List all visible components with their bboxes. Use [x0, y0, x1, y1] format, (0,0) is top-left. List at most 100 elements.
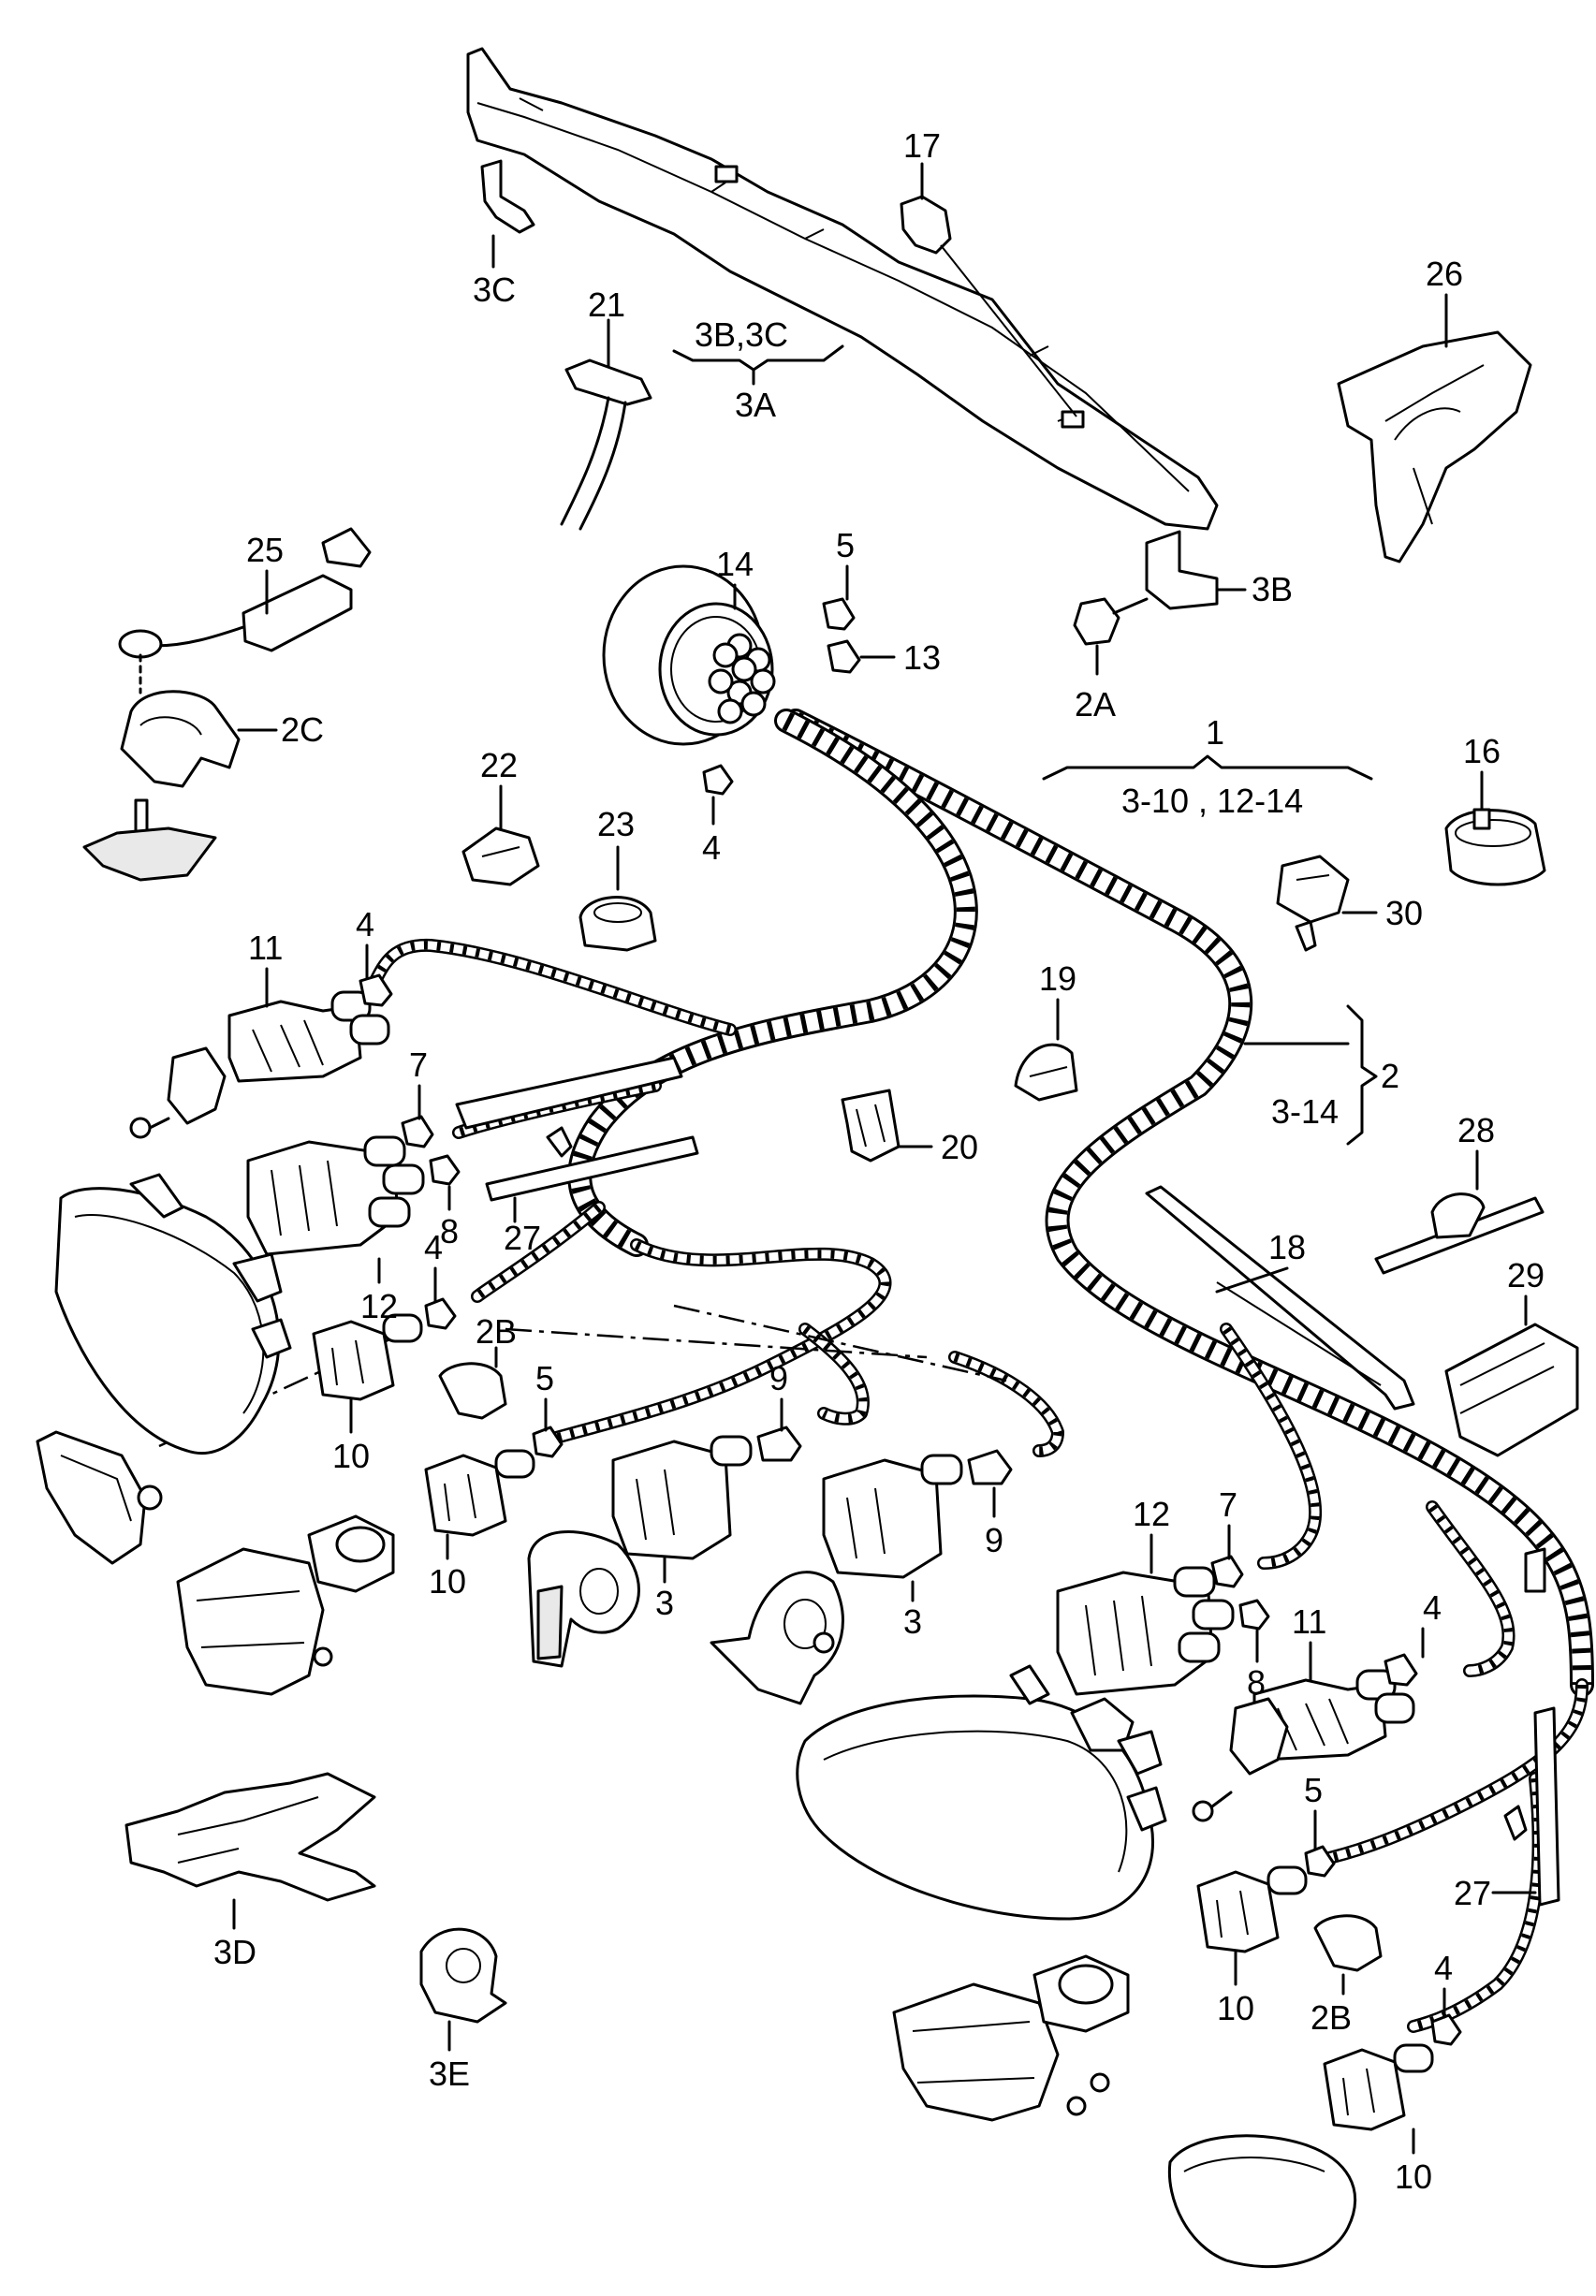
- label-part-30: 30: [1385, 894, 1423, 932]
- part-4-pin-bottom-right: [1430, 1987, 1462, 2046]
- part-25-sensor: [118, 527, 372, 659]
- part-20-bracket: [841, 1089, 933, 1163]
- headlamp-right: [796, 1664, 1167, 1921]
- label-part-26: 26: [1426, 255, 1463, 293]
- label-part-21: 21: [588, 285, 625, 324]
- part-12-connector-right: [1056, 1533, 1235, 1696]
- part-3B-clip: [1145, 530, 1247, 610]
- label-part-2: 2: [1381, 1057, 1399, 1095]
- part-7-pin-left: [401, 1084, 434, 1148]
- label-part-1: 1: [1206, 713, 1224, 752]
- label-part-1-range: 3-10 , 12-14: [1121, 782, 1303, 820]
- label-part-4-mid-left: 4: [424, 1228, 443, 1266]
- part-10-connector-left-upper: [312, 1313, 423, 1434]
- label-part-5-top: 5: [836, 526, 855, 564]
- label-part-4-bottom-right: 4: [1434, 1949, 1453, 1987]
- label-part-23: 23: [597, 805, 635, 843]
- part-23-clip: [578, 845, 657, 952]
- part-3C-clip: [480, 159, 535, 269]
- horn-right: [710, 1571, 844, 1705]
- label-part-19: 19: [1039, 959, 1076, 998]
- part-12-connector-left: [246, 1135, 425, 1284]
- part-3-connector-right: [822, 1454, 963, 1602]
- part-28-clip: [1374, 1149, 1545, 1275]
- part-10-connector-right-b: [1323, 2043, 1434, 2155]
- label-part-17: 17: [903, 126, 941, 165]
- label-part-3-left: 3: [655, 1584, 674, 1622]
- label-part-2B-right: 2B: [1310, 1998, 1352, 2037]
- part-2C-clamp: [82, 653, 278, 882]
- label-part-3E: 3E: [429, 2055, 470, 2093]
- grommet-wire-ends: [708, 633, 776, 724]
- part-4-pin-right: [1384, 1627, 1425, 1687]
- label-part-25: 25: [246, 531, 284, 569]
- label-part-3A: 3A: [735, 386, 776, 424]
- part-4-pin-mid-left: [424, 1266, 457, 1330]
- label-part-28: 28: [1457, 1111, 1495, 1149]
- label-part-16: 16: [1463, 732, 1501, 770]
- part-11-connector-right: [1252, 1641, 1415, 1762]
- label-part-2C: 2C: [281, 710, 324, 749]
- fog-lamp-lens-right: [1167, 2134, 1357, 2269]
- callout-labels: 1 3-10 , 12-14 2 3-14 2A 2B 2B 2C 3 3 3A…: [213, 126, 1545, 2196]
- part-4-pin-upper-left: [359, 943, 393, 1007]
- label-part-5-left: 5: [535, 1359, 554, 1397]
- part-2A-nut: [1073, 597, 1149, 676]
- label-part-5-right: 5: [1304, 1771, 1323, 1809]
- label-part-10-right-b: 10: [1395, 2157, 1432, 2196]
- horn-left: [527, 1530, 640, 1668]
- part-21-clip: [560, 318, 652, 531]
- label-part-7-left: 7: [409, 1046, 428, 1084]
- brace-part-2: [1243, 1004, 1378, 1146]
- label-part-12-left: 12: [360, 1287, 398, 1325]
- label-part-10-right-a: 10: [1217, 1989, 1254, 2027]
- label-part-2A: 2A: [1075, 685, 1116, 724]
- part-5-pin-right: [1304, 1809, 1336, 1878]
- carrier-bracket: [466, 47, 1219, 531]
- fog-lamp-housing-right: [892, 1954, 1130, 2122]
- label-part-3B-3C: 3B,3C: [695, 315, 788, 354]
- fog-lamp-lens-left: [36, 1430, 163, 1565]
- part-29-cover: [1444, 1294, 1579, 1457]
- label-part-14: 14: [716, 545, 754, 583]
- part-3D-bracket: [124, 1772, 376, 1930]
- label-part-13: 13: [903, 638, 941, 677]
- label-part-18: 18: [1268, 1228, 1306, 1266]
- label-part-2B-left: 2B: [476, 1312, 517, 1351]
- part-18-strip: [1145, 1185, 1415, 1411]
- label-part-29: 29: [1507, 1256, 1545, 1294]
- part-9-pin-left: [756, 1397, 802, 1462]
- part-11-connector-left: [227, 967, 390, 1083]
- part-22-clip: [461, 784, 540, 886]
- label-part-4-top: 4: [702, 828, 721, 867]
- label-part-4-upper-left: 4: [356, 905, 374, 943]
- part-30-clip: [1276, 855, 1378, 952]
- part-7-pin-right: [1210, 1524, 1244, 1588]
- part-2B-clip-left: [438, 1346, 507, 1420]
- part-14-grommet: [602, 564, 776, 746]
- fog-lamp-housing-left: [176, 1514, 395, 1696]
- part-8-pin-right: [1238, 1599, 1270, 1663]
- part-27-sleeve-left: [455, 1056, 699, 1223]
- label-part-4-right: 4: [1423, 1588, 1442, 1627]
- label-part-3D: 3D: [213, 1933, 256, 1971]
- part-27-sleeve-right: [1491, 1547, 1560, 1907]
- headlamp-left: [54, 1173, 292, 1455]
- label-part-27-right: 27: [1454, 1874, 1491, 1912]
- part-10-connector-left-lower: [424, 1449, 535, 1560]
- part-16-clamp: [1444, 770, 1546, 886]
- label-part-9-left: 9: [769, 1359, 788, 1397]
- label-part-11-right: 11: [1292, 1602, 1326, 1641]
- part-3E-bracket: [419, 1927, 507, 2052]
- label-part-2-range: 3-14: [1271, 1092, 1339, 1131]
- label-part-3C: 3C: [473, 271, 516, 309]
- label-part-3-right: 3: [903, 1602, 922, 1641]
- part-4-pin-top: [702, 764, 734, 826]
- headlamp-range-actuator-right: [1192, 1697, 1289, 1822]
- part-13-pin: [827, 639, 896, 674]
- part-9-pin-right: [967, 1449, 1013, 1518]
- headlamp-range-actuator-left: [129, 1046, 227, 1139]
- part-3-connector-left: [611, 1435, 753, 1584]
- part-10-connector-right-a: [1196, 1865, 1308, 1986]
